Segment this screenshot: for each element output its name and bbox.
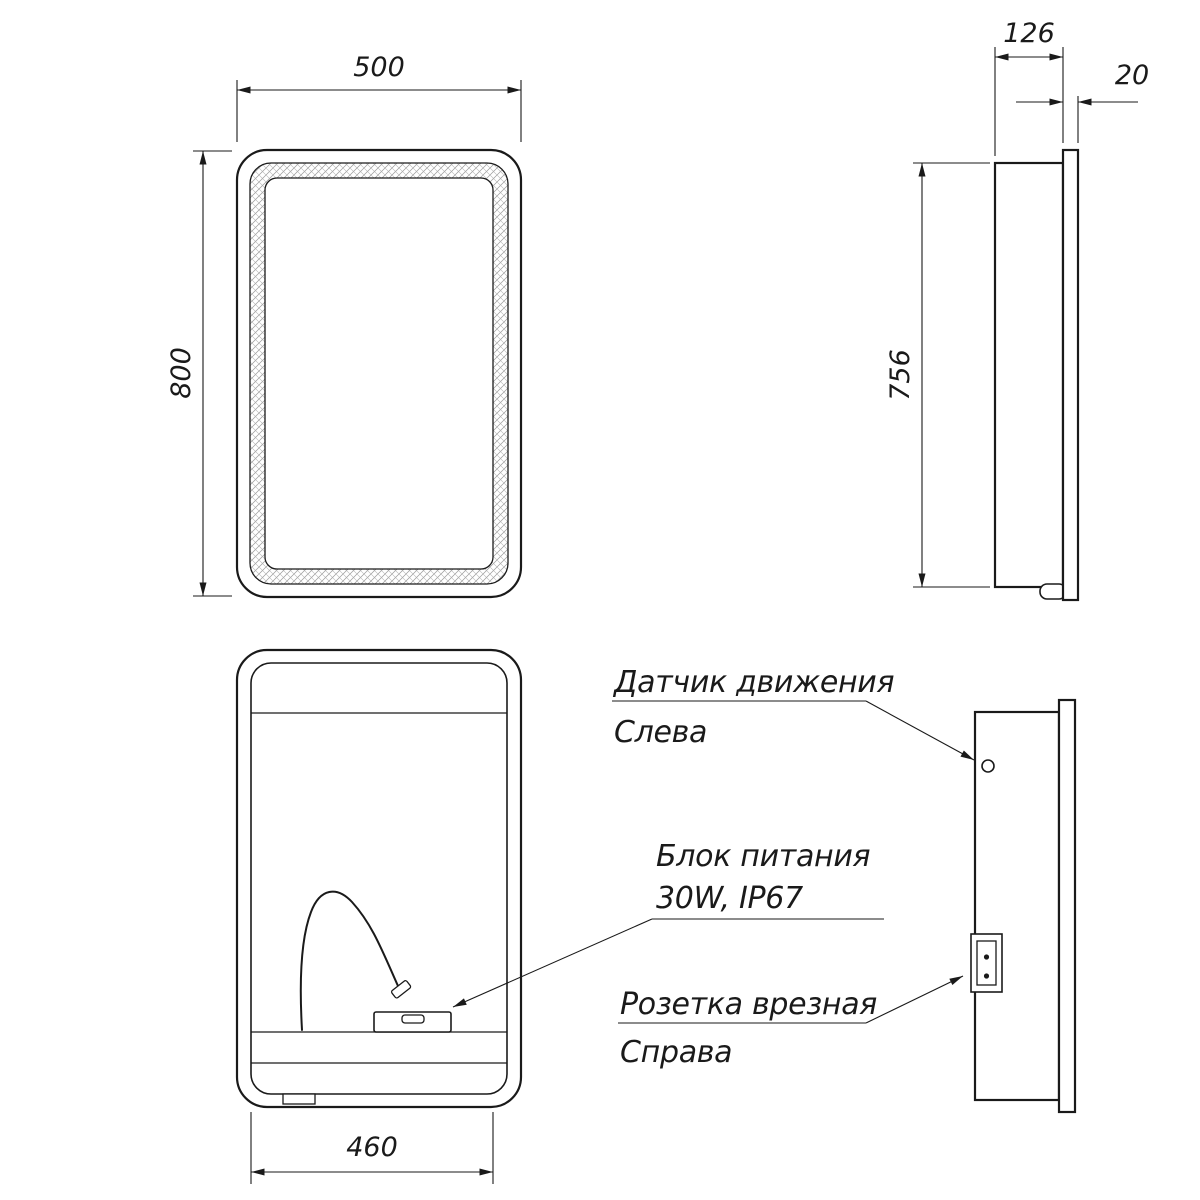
socket-pin (983, 954, 990, 960)
dim-body-height: 756 (885, 162, 990, 588)
bottom-detail (282, 1093, 316, 1105)
cable-connector (390, 980, 412, 999)
dim-text-side-depth: 126 (1003, 18, 1055, 49)
mirror-panel-side (1061, 148, 1080, 602)
leader-line (865, 700, 975, 761)
label-power-supply-line1: Блок питания (656, 839, 871, 874)
dim-front-height: 800 (166, 150, 232, 597)
motion-sensor (981, 759, 995, 773)
dim-text-body-height: 756 (885, 349, 916, 401)
dim-mirror-thickness: 20 (1016, 60, 1149, 143)
mirror-surface (264, 177, 494, 570)
dim-text-inner-width: 460 (346, 1132, 398, 1163)
dim-inner-width: 460 (250, 1112, 494, 1184)
mirror-panel-side-2 (1057, 698, 1077, 1114)
label-motion-sensor-line2: Слева (614, 715, 707, 750)
dim-front-width: 500 (236, 52, 522, 142)
label-socket-line1: Розетка врезная (620, 987, 877, 1022)
socket-pin (983, 973, 990, 979)
side-view-bottom (970, 698, 1077, 1114)
label-socket-line2: Справа (620, 1035, 732, 1070)
socket-outer (970, 933, 1003, 993)
callout-socket: Розетка врезная Справа (618, 975, 964, 1070)
label-power-supply-line2: 30W, IP67 (656, 881, 803, 916)
dim-text-front-width: 500 (353, 52, 405, 83)
leader-line (865, 975, 964, 1024)
label-motion-sensor-line1: Датчик движения (612, 665, 894, 700)
power-cable (299, 890, 399, 1031)
power-supply-slot (401, 1014, 425, 1024)
leader-line (452, 918, 653, 1008)
dim-text-mirror-thickness: 20 (1115, 60, 1149, 91)
socket-inner (976, 940, 997, 986)
cabinet-body-side-2 (973, 710, 1061, 1102)
side-view-top (993, 148, 1080, 602)
front-view-top (235, 148, 523, 599)
power-supply-block (373, 1011, 452, 1033)
cabinet-door-inner (250, 662, 508, 1095)
dim-text-front-height: 800 (166, 347, 197, 399)
front-view-bottom (235, 648, 523, 1109)
cabinet-body-side (993, 161, 1065, 589)
dim-side-depth: 126 (994, 18, 1064, 156)
callout-motion-sensor: Датчик движения Слева (612, 665, 975, 761)
callout-power-supply: Блок питания 30W, IP67 (452, 839, 884, 1008)
